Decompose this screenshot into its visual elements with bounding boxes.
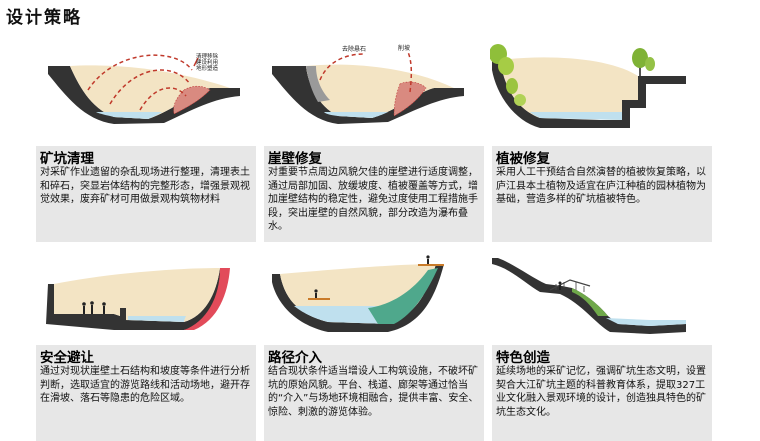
arrow-head [193, 57, 199, 67]
panel-body: 对采矿作业遗留的杂乱现场进行整理，清理表土和碎石，突显岩体结构的完整形态，增强景… [40, 167, 250, 205]
panel-title: 路径介入 [268, 350, 322, 366]
vegetation-slope [572, 288, 608, 316]
viewing-platform[interactable] [418, 264, 444, 266]
water [606, 318, 686, 326]
panel-cliff-restoration: 崖壁修复 对重要节点周边风貌欠佳的崖壁进行适度调整，通过局部加固、放缓坡度、植被… [264, 146, 484, 242]
arrow-cut [407, 51, 413, 93]
diagram-cliff-restoration: 去除悬石 削坡 [272, 44, 464, 124]
panel-title: 特色创造 [496, 350, 550, 366]
panel-path: 路径介入 结合现状条件适当增设人工构筑设施，不破坏矿坑的原始风貌。平台、栈道、廊… [264, 345, 484, 441]
page-title: 设计策略 [6, 8, 82, 28]
vegetation-slope [368, 268, 438, 324]
cliff-fill [306, 64, 454, 118]
slope-cut [393, 81, 427, 117]
person-icon [314, 255, 430, 298]
water [530, 112, 622, 120]
arrow-remove [319, 53, 365, 81]
water [128, 316, 186, 322]
diagram-vegetation [490, 44, 686, 128]
diagram-pit-clearing: 清理移除 建设利用 地形塑造 [48, 52, 240, 124]
boardwalk[interactable] [308, 298, 330, 300]
person-icon [558, 281, 562, 290]
danger-zone [184, 268, 230, 330]
panel-body: 对重要节点周边风貌欠佳的崖壁进行适度调整，通过局部加固、放缓坡度、植被覆盖等方式… [268, 167, 478, 232]
tree-icon [490, 44, 526, 106]
note-cut-slope: 削坡 [398, 44, 410, 52]
panel-title: 崖壁修复 [268, 151, 322, 167]
panel-safety: 安全避让 通过对现状崖壁土石结构和坡度等条件进行分析判断，选取适宜的游览路线和活… [36, 345, 256, 441]
panel-feature: 特色创造 延续场地的采矿记忆，强调矿坑生态文明，设置契合大江矿坑主题的科普教育体… [492, 345, 712, 441]
diagram-safety [46, 268, 230, 330]
panel-title: 矿坑清理 [40, 151, 94, 167]
note-terrain: 地形塑造 [196, 64, 219, 72]
panel-body: 通过对现状崖壁土石结构和坡度等条件进行分析判断，选取适宜的游览路线和活动场地，避… [40, 366, 250, 404]
panel-body: 采用人工干预结合自然演替的植被恢复策略，以庐江县本土植物及适宜在庐江种植的园林植… [496, 167, 706, 205]
panel-title: 安全避让 [40, 350, 94, 366]
panel-title: 植被修复 [496, 151, 550, 167]
person-icon [82, 301, 106, 314]
panel-body: 结合现状条件适当增设人工构筑设施，不破坏矿坑的原始风貌。平台、栈道、廊架等通过恰… [268, 366, 479, 418]
ground-outline [48, 66, 240, 124]
debris-pile [173, 85, 211, 115]
tree-icon [632, 48, 655, 76]
note-build: 建设利用 [196, 58, 218, 66]
cliff-fill [500, 57, 638, 120]
loose-rock [306, 66, 330, 102]
cliff-fill [70, 65, 230, 119]
ground-outline [492, 258, 686, 334]
note-remove-rock: 去除悬石 [342, 45, 366, 53]
water [96, 112, 162, 119]
flow-arrow [87, 54, 193, 91]
panel-vegetation: 植被修复 采用人工干预结合自然演替的植被恢复策略，以庐江县本土植物及适宜在庐江种… [492, 146, 712, 242]
ground-outline [272, 66, 464, 124]
flow-arrow [139, 87, 187, 111]
corridor-posts [555, 282, 585, 292]
diagram-path [272, 255, 444, 332]
ground-outline [46, 268, 228, 330]
panel-pit-clearing: 矿坑清理 对采矿作业遗留的杂乱现场进行整理，清理表土和碎石，突显岩体结构的完整形… [36, 146, 256, 242]
diagram-feature [492, 258, 686, 334]
water [324, 112, 388, 118]
note-clear: 清理移除 [196, 52, 219, 60]
panel-body: 延续场地的采矿记忆，强调矿坑生态文明，设置契合大江矿坑主题的科普教育体系，提取3… [496, 366, 706, 418]
corridor-frame [549, 279, 591, 291]
cliff-fill [54, 268, 220, 322]
